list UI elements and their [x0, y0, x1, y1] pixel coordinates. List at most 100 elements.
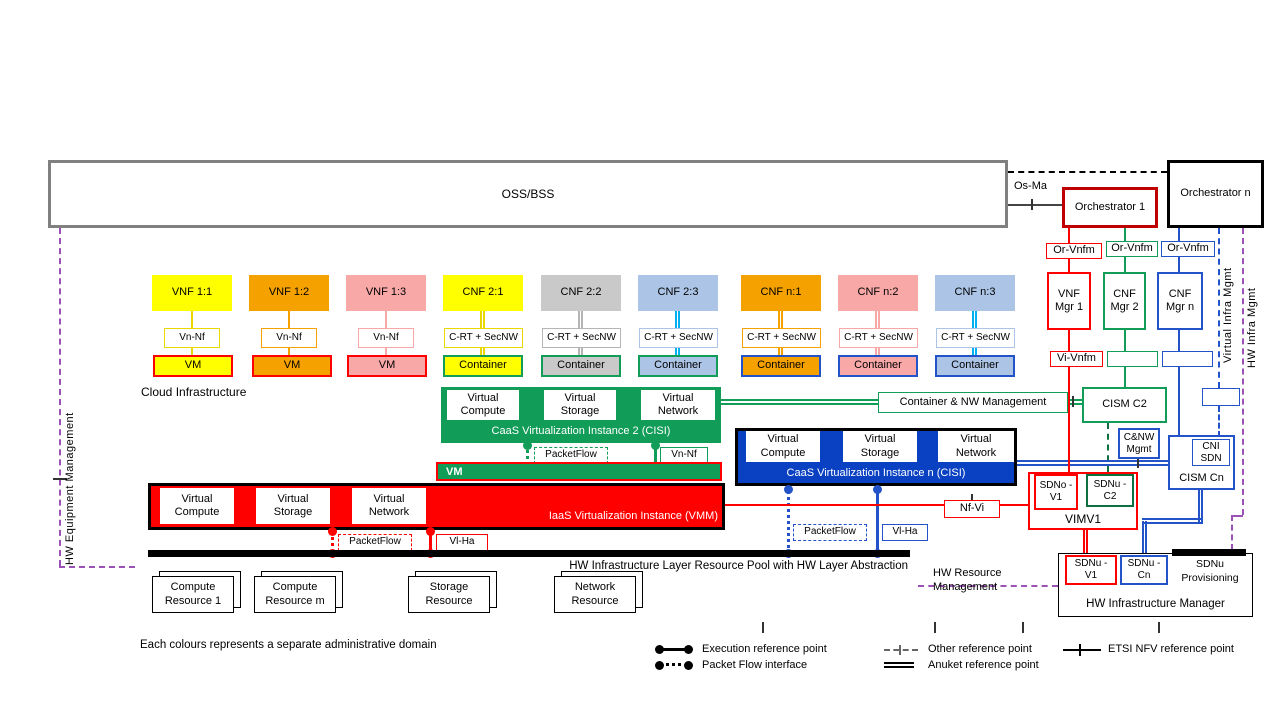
sdno-v1-label: SDNo -V1 [1039, 480, 1073, 503]
iaas-box [148, 483, 725, 530]
caas2-packetflow-line [526, 443, 529, 467]
dot [684, 644, 693, 654]
vnf-1-2-iface: Vn-Nf [261, 328, 317, 348]
packetflow-label: PacketFlow [349, 536, 401, 548]
sdnu-cn-label: SDNu -Cn [1127, 558, 1161, 581]
line [884, 649, 918, 651]
caasn-network-box: Virtual Network [938, 431, 1014, 462]
green-line-box-cism [1124, 367, 1126, 387]
hw-infra-manager-label: HW Infrastructure Manager [1086, 598, 1225, 610]
vn-nf-label: Vn-Nf [671, 449, 697, 461]
vm-1-1-box: VM [153, 355, 233, 377]
hw-equipment-line-v [59, 228, 61, 566]
cloud-bottom-tick-3 [1022, 622, 1024, 633]
green-line-orvnfm-mgr [1124, 257, 1126, 272]
dot [655, 660, 664, 670]
line [659, 647, 689, 651]
virtual-storage-label: Virtual Storage [560, 391, 600, 417]
cnf-n-2-iface: C-RT + SecNW [839, 328, 918, 348]
iface-label: C-RT + SecNW [644, 331, 713, 343]
orchestrator-n-label: Orchestrator n [1180, 187, 1251, 200]
nf-vi-label: Nf-Vi [944, 500, 1000, 518]
vnf-1-1-iface: Vn-Nf [164, 328, 220, 348]
cnf-n-1-label: CNF n:1 [760, 286, 802, 299]
caasn-cism-anuket-line [1017, 460, 1168, 466]
blue-line-mgr-box [1178, 330, 1180, 351]
oss-bss-label: OSS/BSS [501, 186, 555, 201]
hw-resource-mgmt-label: HW Resource Management [933, 567, 1002, 594]
cnf-n-2-label: CNF n:2 [857, 286, 899, 299]
cnf-2-3-box: CNF 2:3 [638, 275, 718, 311]
green-line-orch-orvnfm [1124, 228, 1126, 241]
red-line-vivnfm-vim [1068, 367, 1070, 472]
unit-label: Container [854, 359, 902, 372]
caas2-vnnf-line [654, 443, 657, 467]
container-2-1-box: Container [443, 355, 523, 377]
anuket-ref-icon [884, 662, 914, 668]
hw-abstraction-bar [148, 550, 910, 557]
execution-ref-label: Execution reference point [702, 643, 827, 655]
os-ma-label: Os-Ma [1012, 180, 1049, 192]
cni-sdn-box: CNI SDN [1192, 439, 1230, 466]
cnf-mgr-n-label: CNF Mgr n [1165, 287, 1195, 313]
dot [655, 644, 664, 654]
cni-sdn-label: CNI SDN [1200, 440, 1222, 464]
dot [684, 660, 693, 670]
container-nw-tick [1072, 396, 1074, 407]
iaas-vlha-label: Vl-Ha [436, 534, 488, 551]
sdnu-c2-label: SDNu -C2 [1093, 478, 1127, 502]
container-n-3-box: Container [935, 355, 1015, 377]
container-n-2-box: Container [838, 355, 918, 377]
sdnu-v1-box: SDNu -V1 [1065, 555, 1117, 585]
cismcn-drop-line2 [1142, 518, 1203, 524]
iaas-vlha-line [429, 530, 432, 553]
cnf-n-1-box: CNF n:1 [741, 275, 821, 311]
container-2-2-box: Container [541, 355, 621, 377]
or-vnfm-label: Or-Vnfm [1053, 244, 1095, 257]
sdnu-cn-box: SDNu -Cn [1120, 555, 1168, 585]
hw-infra-elbow-v [1231, 515, 1233, 550]
storage-resource: Storage Resource [408, 576, 490, 613]
hw-infra-line [1242, 228, 1244, 515]
vnf-1-3-box: VNF 1:3 [346, 275, 426, 311]
virtual-network-label: Virtual Network [657, 391, 699, 417]
or-vnfm-1-box: Or-Vnfm [1046, 243, 1102, 259]
sdnu-prov-label: SDNu Provisioning [1181, 558, 1239, 584]
cismcn-drop-line3 [1142, 521, 1147, 553]
vnf-mgr-1-label: VNF Mgr 1 [1054, 287, 1084, 313]
cnf-n-3-iface: C-RT + SecNW [936, 328, 1015, 348]
red-line-orch-orvnfm [1068, 228, 1070, 243]
resource-label: Compute Resource 1 [164, 580, 222, 607]
anuket-ref-label: Anuket reference point [928, 659, 1039, 671]
cism-cn-label: CISM Cn [1179, 471, 1224, 484]
iface-label: C-RT + SecNW [844, 331, 913, 343]
network-resource: Network Resource [554, 576, 636, 613]
cloud-bottom-tick-2 [934, 622, 936, 633]
cnf-2-3-label: CNF 2:3 [657, 286, 699, 299]
empty-green-ref-box [1107, 351, 1158, 367]
empty-blue-ref-box [1162, 351, 1213, 367]
vnf-1-1-box: VNF 1:1 [152, 275, 232, 311]
unit-label: Container [654, 359, 702, 372]
orchestrator-n-box: Orchestrator n [1167, 160, 1264, 228]
container-nw-label: Container & NW Management [878, 392, 1068, 413]
virtual-compute-label: Virtual Compute [174, 492, 220, 518]
cnf-2-2-iface: C-RT + SecNW [542, 328, 621, 348]
cism-c2-box: CISM C2 [1082, 387, 1167, 423]
cnw-mgmt-box: C&NW Mgmt [1118, 428, 1160, 459]
iaas-compute-box: Virtual Compute [160, 488, 234, 524]
unit-label: VM [184, 359, 202, 372]
tick [899, 645, 901, 655]
compute-resource-m: Compute Resource m [254, 576, 336, 613]
cnf-n-1-iface: C-RT + SecNW [742, 328, 821, 348]
vnf-1-3-label: VNF 1:3 [365, 286, 407, 299]
red-line-orvnfm-mgr [1068, 259, 1070, 272]
resource-label: Compute Resource m [265, 580, 325, 607]
sdnu-prov-bar [1172, 549, 1246, 556]
packetflow-label: PacketFlow [804, 526, 856, 538]
packetflow-label: PacketFlow [545, 449, 597, 461]
oss-bss-box: OSS/BSS [48, 160, 1008, 228]
cnf-2-1-iface: C-RT + SecNW [444, 328, 523, 348]
vi-vnfm-label: Vi-Vnfm [1057, 352, 1096, 365]
caas2-title: CaaS Virtualization Instance 2 (CISI) [491, 425, 671, 437]
